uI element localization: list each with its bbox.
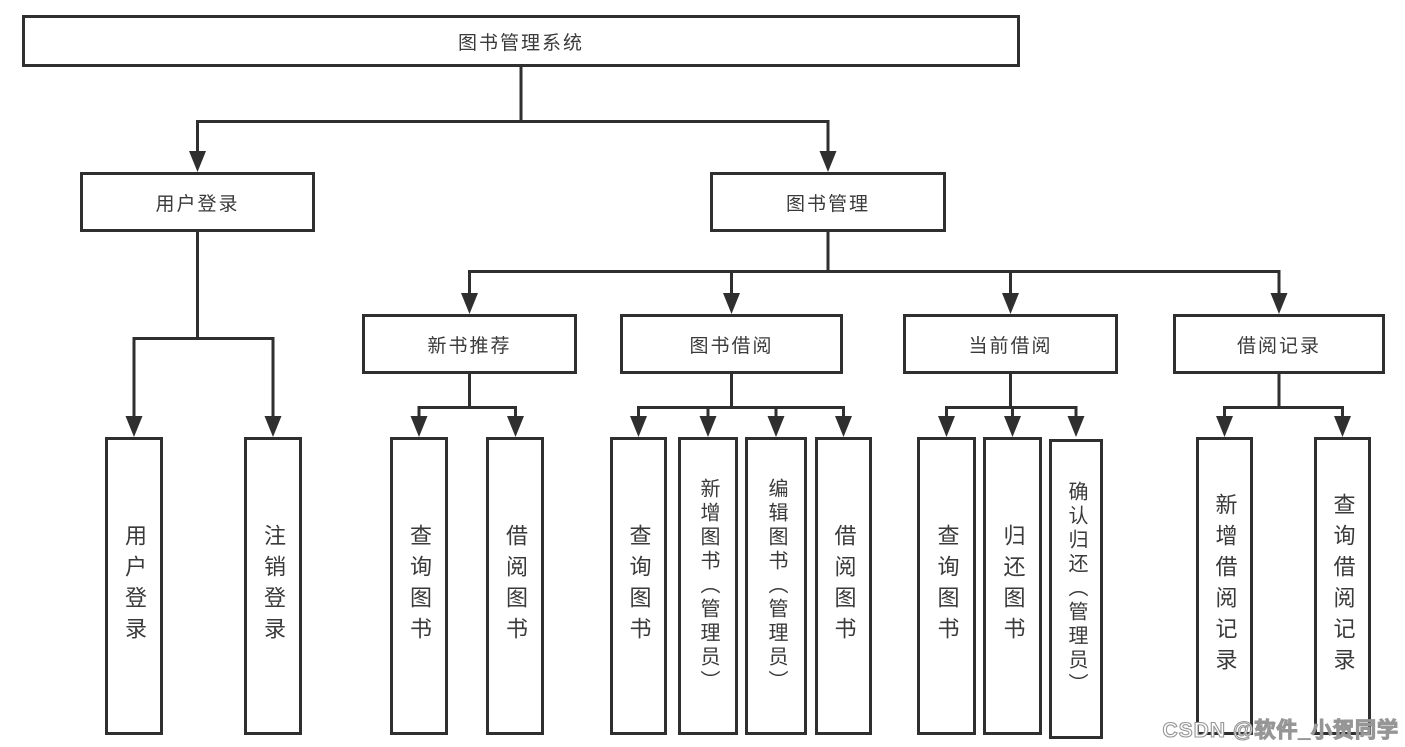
connector-lines	[132, 65, 1344, 418]
node-new-book-recommend-label: 新书推荐	[427, 335, 512, 357]
leaf-borrow-books-label: 借阅图书	[831, 524, 857, 648]
leaf-borrow-query-books-label: 查询图书	[626, 524, 652, 648]
leaf-recommend-borrow-books: 借阅图书	[486, 437, 544, 735]
leaf-current-query-books-label: 查询图书	[934, 524, 960, 648]
node-new-book-recommend: 新书推荐	[362, 314, 577, 374]
leaf-borrow-query-books: 查询图书	[610, 437, 667, 735]
leaf-confirm-return-admin: 确认归还（管理员）	[1049, 439, 1103, 739]
leaf-confirm-return-admin-label: 确认归还（管理员）	[1065, 481, 1087, 697]
node-borrow-record-label: 借阅记录	[1236, 335, 1321, 357]
leaf-return-books-label: 归还图书	[1000, 524, 1026, 648]
leaf-query-borrow-record-label: 查询借阅记录	[1330, 493, 1356, 679]
node-user-login-label: 用户登录	[155, 193, 240, 215]
node-user-login: 用户登录	[80, 172, 315, 232]
leaf-recommend-query-books-label: 查询图书	[407, 524, 432, 648]
leaf-logout: 注销登录	[244, 437, 302, 735]
node-book-borrow-label: 图书借阅	[689, 335, 774, 357]
leaf-user-login-label: 用户登录	[122, 524, 147, 648]
leaf-current-query-books: 查询图书	[917, 437, 976, 735]
leaf-logout-label: 注销登录	[261, 524, 286, 648]
leaf-recommend-query-books: 查询图书	[390, 437, 448, 735]
node-book-management: 图书管理	[710, 172, 946, 232]
node-current-borrow: 当前借阅	[903, 314, 1118, 374]
arrow-down-icons	[125, 151, 1351, 437]
leaf-edit-books-admin-label: 编辑图书（管理员）	[765, 478, 787, 694]
csdn-watermark: CSDN @软件_小贺同学	[1162, 718, 1399, 742]
leaf-add-books-admin-label: 新增图书（管理员）	[697, 478, 719, 694]
node-borrow-record: 借阅记录	[1173, 314, 1385, 374]
leaf-edit-books-admin: 编辑图书（管理员）	[745, 437, 807, 735]
leaf-user-login: 用户登录	[105, 437, 163, 735]
node-book-management-label: 图书管理	[785, 193, 870, 215]
leaf-add-books-admin: 新增图书（管理员）	[678, 437, 738, 735]
leaf-add-borrow-record-label: 新增借阅记录	[1212, 493, 1238, 679]
leaf-add-borrow-record: 新增借阅记录	[1196, 437, 1253, 735]
leaf-return-books: 归还图书	[983, 437, 1042, 735]
node-current-borrow-label: 当前借阅	[968, 335, 1053, 357]
leaf-borrow-books: 借阅图书	[815, 437, 872, 735]
node-root: 图书管理系统	[22, 15, 1020, 67]
node-root-label: 图书管理系统	[457, 32, 584, 54]
leaf-query-borrow-record: 查询借阅记录	[1314, 437, 1371, 735]
node-book-borrow: 图书借阅	[620, 314, 843, 374]
leaf-recommend-borrow-books-label: 借阅图书	[503, 524, 528, 648]
